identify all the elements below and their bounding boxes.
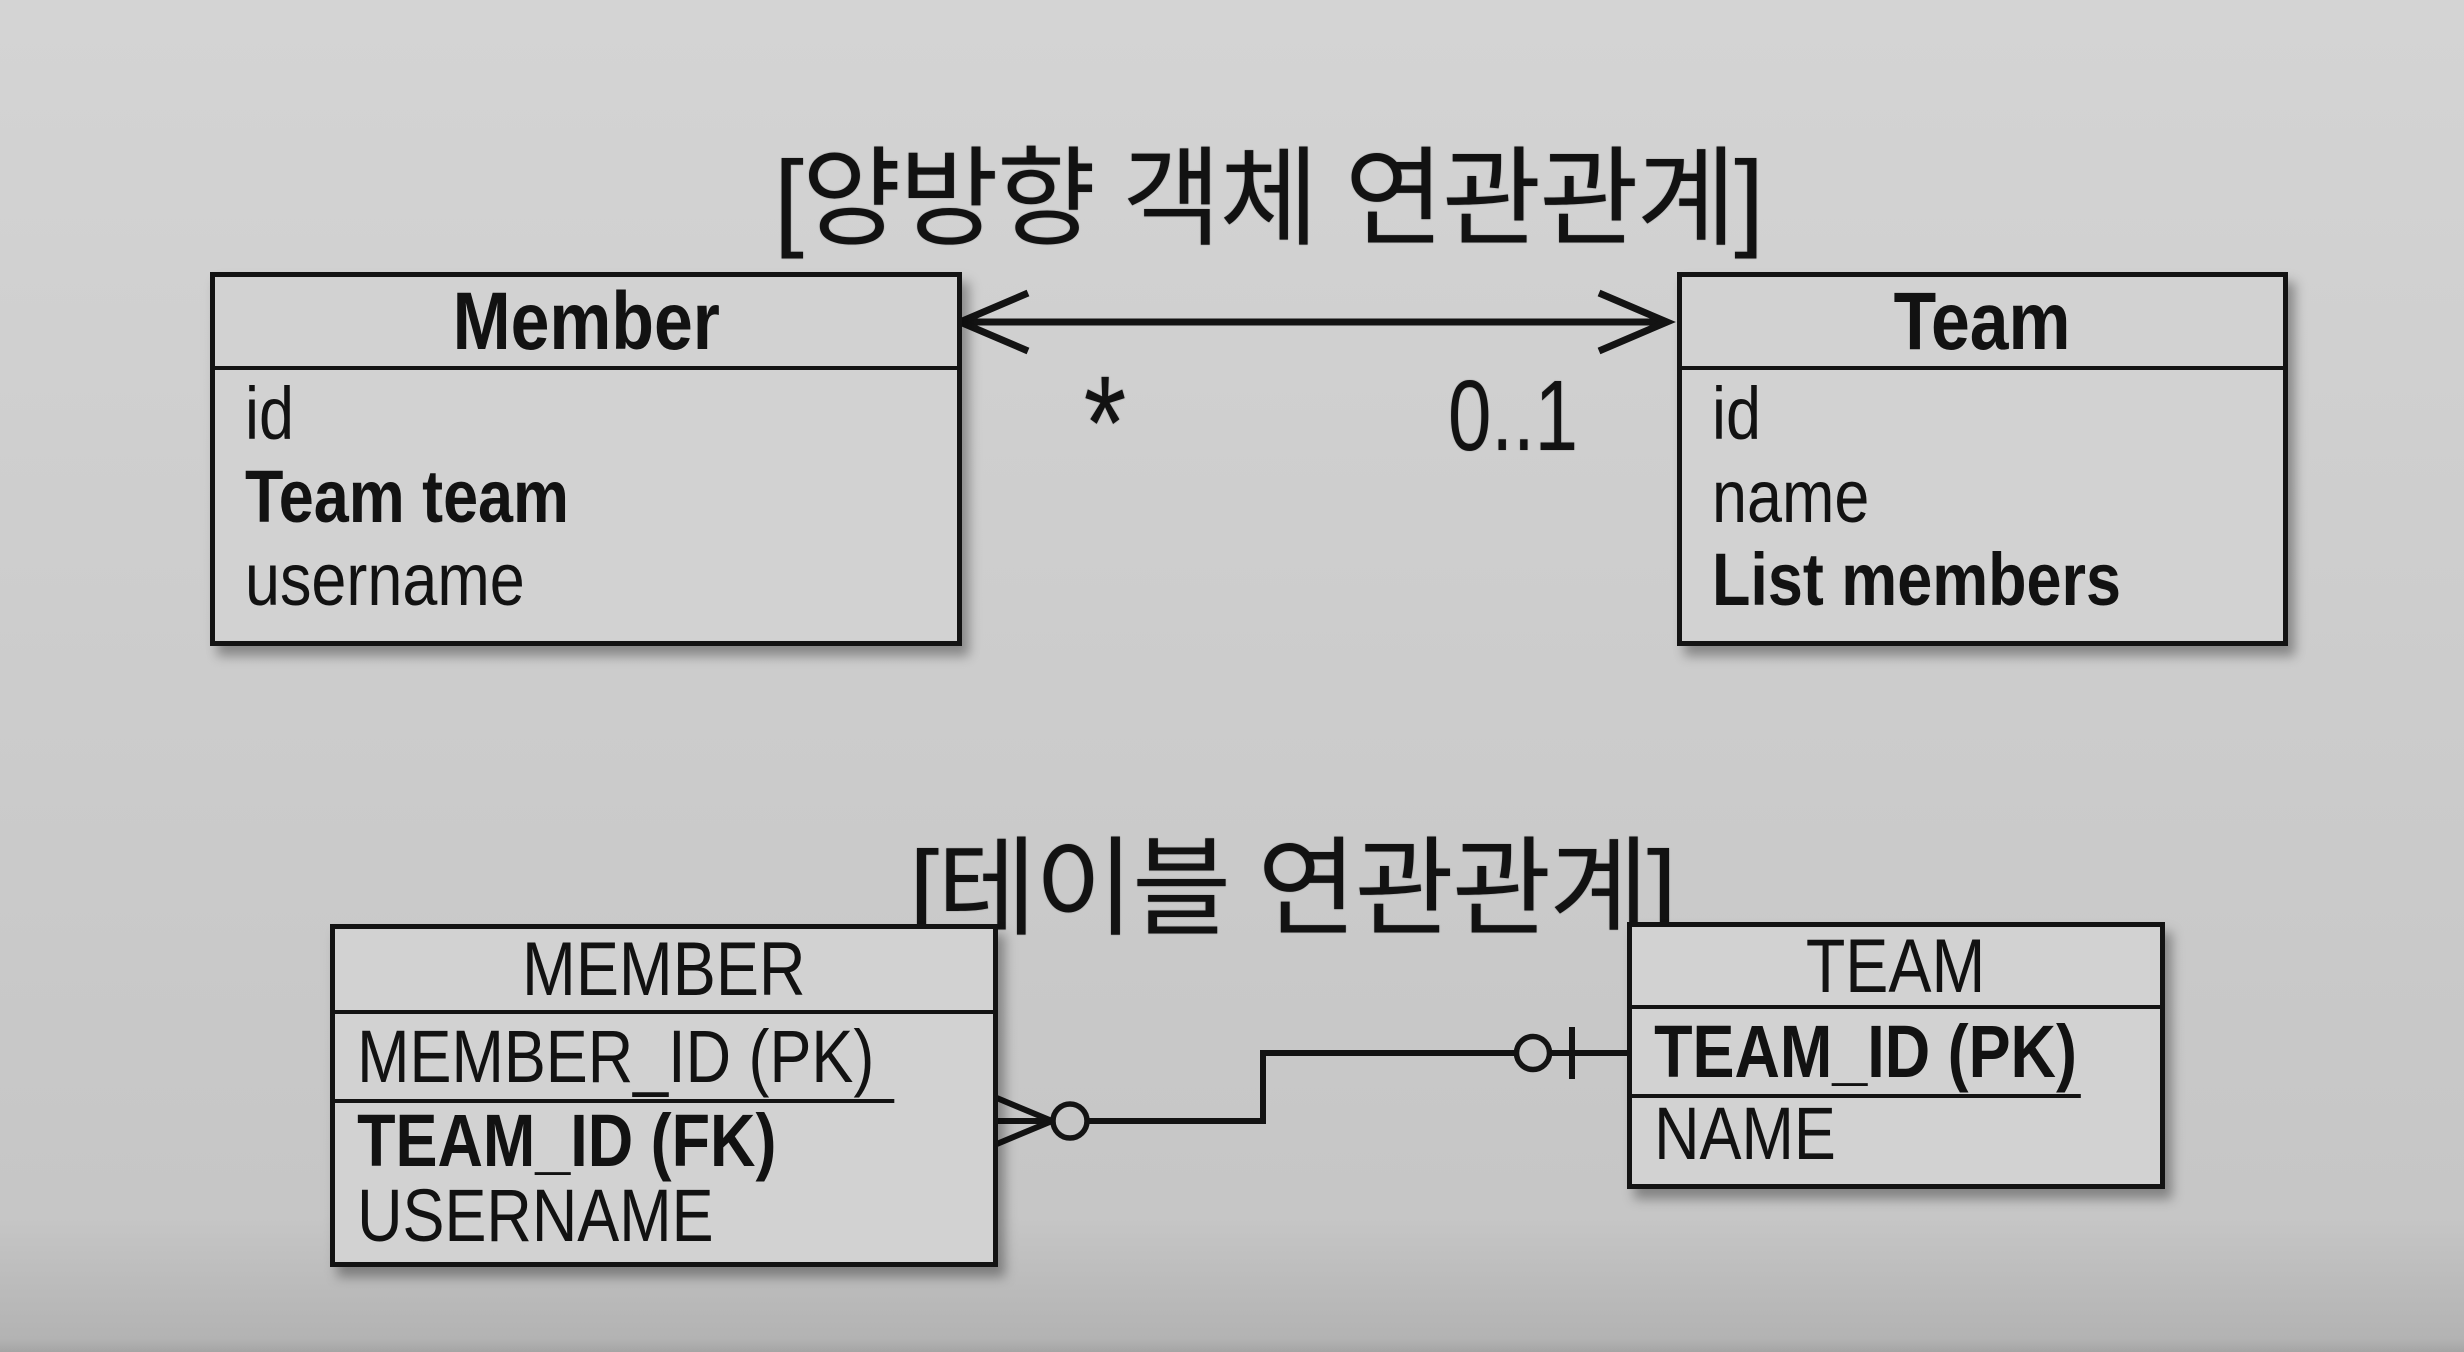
team-table-box: TEAM TEAM_ID (PK) NAME <box>1627 922 2165 1189</box>
crow-foot-prong-top <box>990 1093 1054 1124</box>
team-table-pk-column: TEAM_ID (PK) <box>1632 1009 2081 1098</box>
member-class-field-team: Team team <box>245 455 569 538</box>
team-class-header: Team <box>1682 275 2283 370</box>
team-table-header: TEAM <box>1632 924 2160 1009</box>
member-table-fk-column: TEAM_ID (FK) <box>357 1099 777 1182</box>
member-multiplicity-label: * <box>1083 348 1127 498</box>
bidirectional-association-arrow <box>951 289 1676 355</box>
er-relationship-line <box>990 1027 1630 1149</box>
member-table-username-column: USERNAME <box>357 1174 714 1257</box>
member-class-box: Member id Team team username <box>210 272 962 646</box>
member-class-attributes: id Team team username <box>215 370 957 621</box>
member-class-field-id: id <box>245 372 294 455</box>
member-class-field-username: username <box>245 538 525 621</box>
arrowhead-right-icon <box>1597 289 1676 355</box>
team-class-name: Team <box>1894 275 2071 367</box>
team-class-field-members: List members <box>1712 538 2122 621</box>
team-class-field-name: name <box>1712 455 1870 538</box>
member-table-header: MEMBER <box>335 927 993 1014</box>
table-association-title: [테이블 연관관계] <box>909 828 1677 949</box>
team-class-box: Team id name List members <box>1677 272 2288 646</box>
member-table-pk-column: MEMBER_ID (PK) <box>335 1014 895 1103</box>
team-table-name: TEAM <box>1806 923 1986 1009</box>
optional-circle-member-end-icon <box>1050 1101 1090 1141</box>
object-association-title: [양방향 객체 연관관계] <box>773 138 1764 259</box>
member-table-name: MEMBER <box>522 927 806 1012</box>
team-multiplicity-label: 0..1 <box>1447 360 1579 472</box>
member-table-columns: TEAM_ID (FK) USERNAME <box>335 1103 993 1253</box>
team-table-columns: NAME <box>1632 1092 2160 1175</box>
team-class-attributes: id name List members <box>1682 370 2283 621</box>
member-class-name: Member <box>452 275 720 367</box>
member-table-box: MEMBER MEMBER_ID (PK) TEAM_ID (FK) USERN… <box>330 924 998 1267</box>
optional-circle-team-end-icon <box>1513 1033 1553 1073</box>
crow-foot-prong-bottom <box>990 1118 1054 1149</box>
team-table-name-column: NAME <box>1654 1092 1836 1175</box>
relationship-step-line <box>1087 1050 1516 1124</box>
member-class-header: Member <box>215 275 957 370</box>
team-class-field-id: id <box>1712 372 1761 455</box>
